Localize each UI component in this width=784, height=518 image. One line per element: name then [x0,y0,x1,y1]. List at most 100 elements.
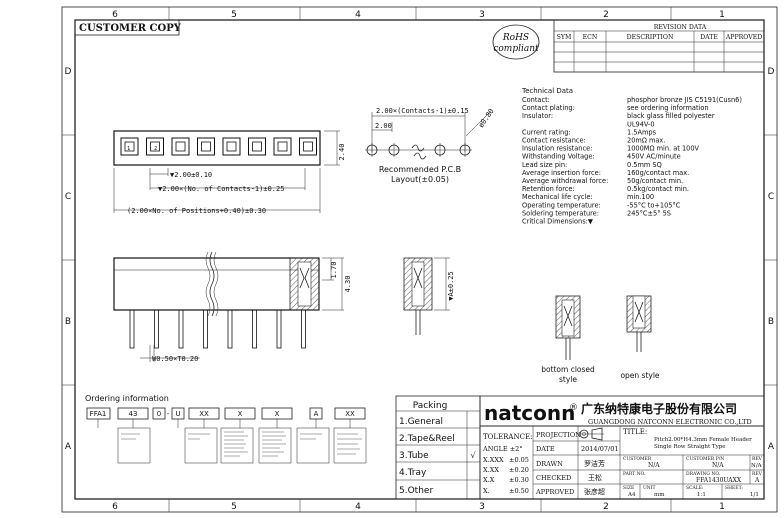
front-view [113,251,344,362]
customer-value: N/A [648,462,660,469]
top-pin-cell [120,137,139,156]
unit-value: mm [654,492,665,498]
tech-row-key: Insulation resistance: [522,145,592,153]
tech-row-key: Current rating: [522,128,571,136]
drawn-by: 罗洁芳 [584,459,605,468]
part-no-label: PART NO. [623,471,646,477]
dim-contacts: ▼2.00×(No. of Contacts-1)±0.25 [158,185,284,193]
zone-row-left-a: A [65,442,72,452]
tech-row-value: 1.5Amps [627,128,657,136]
date-value: 2014/07/01 [581,445,618,453]
tech-row-key: Contact plating: [522,104,575,112]
zone-col-bottom-2: 2 [603,502,609,512]
tech-row-key: Operating temperature: [522,201,601,209]
checked-by: 王松 [588,473,602,482]
rohs-line2: compliant [493,44,539,54]
dim-1-70: 1.70 [330,262,338,279]
order-code-positions: XX [199,410,209,418]
order-code-series: FFA1 [90,410,107,418]
tech-row-key: Soldering temperature: [522,209,599,217]
front-pin [276,309,282,349]
tech-row-value: 0.5kg/contact min. [627,185,689,193]
rev2-label: REV [752,471,763,477]
tech-row-key: Contact resistance: [522,137,586,145]
customer-pn-label: CUSTOMER P/N [686,456,724,462]
front-pin [154,309,159,349]
pin-number-1: 1 [127,146,130,152]
front-pin [252,309,257,349]
style-closed-line1: bottom closed [541,365,595,374]
dim-positions: (2.00×No. of Positions+0.40)±0.30 [127,207,266,215]
customer-copy-box [74,19,180,36]
drawn-label: DRAWN [536,460,563,468]
tech-row-key: Retention force: [522,185,575,193]
tech-row-key: Critical Dimensions:▼ [522,218,594,226]
revision-title: REVISION DATA [654,24,707,31]
tech-row-value: 450V AC/minute [627,153,681,161]
tech-row-value: 245°C±5° 5S [627,209,671,217]
title-label: TITLE: [623,428,647,436]
zone-row-right-c: C [768,192,774,202]
revision-table [553,19,765,73]
order-code-type: A [314,410,319,418]
zone-row-right-a: A [768,442,775,452]
dim-top-pitch: 2.00×(Contacts-1)±0.15 [376,107,469,115]
tech-row-value: 20mΩ max. [627,137,665,145]
tol-xxxx-value: ±0.05 [509,456,529,464]
zone-row-left-c: C [65,192,71,202]
unit-label: UNIT [643,485,656,491]
tech-row-value: phosphor bronze JIS C5191(Cusn6) [627,96,742,104]
order-code-height: 43 [129,410,138,418]
packing-item-general: 1.General [399,417,443,427]
top-pin-cell [273,137,292,156]
zone-col-top-1: 1 [719,10,725,20]
tech-row-key: Insulator: [522,112,553,120]
company-logo: natconn [484,401,575,425]
title-line1: Pitch2.00*H4.3mm Female Header [654,437,752,443]
title-block [479,425,765,500]
rohs-stamp [492,24,540,60]
tech-row-value: 160g/contact max. [627,169,689,177]
tol-x-label: X. [483,487,490,495]
pcb-label-line2: Layout(±0.05) [391,175,449,184]
zone-row-right-d: D [768,67,775,77]
company-name-en: GUANGDONG NATCONN ELECTRONIC CO.,LTD [588,418,752,426]
projection-label: PROJECTION [536,431,581,439]
revision-col-date: DATE [700,34,718,41]
rev-value: N/A [751,463,763,469]
order-code-u: U [175,410,180,418]
angle-tolerance: ANGLE ±2° [482,445,523,453]
drawing-no-label: DRAWING NO. [686,471,721,477]
tech-row-key: Average insertion force: [522,169,601,177]
tol-xxx-value: ±0.20 [509,466,529,474]
size-label: SIZE [623,485,634,491]
tech-row-key: Contact: [522,96,550,104]
rev-label: REV [752,456,763,462]
title-line2: Single Row Straight Type [654,444,725,450]
style-closed-line2: style [559,375,577,384]
sheet-value: 1/1 [750,492,759,498]
tech-row-value: 50g/contact min. [627,177,683,185]
outer-frame [61,6,778,513]
rev2-value: A [754,477,760,484]
sheet-label: SHEET: [725,485,743,491]
zone-row-left-d: D [65,67,72,77]
drawing-no-value: FFA1430UAXX [696,477,742,484]
tech-data-list: Contact: phosphor bronze JIS C5191(Cusn6)… [522,96,742,226]
style-open-label: open style [620,371,659,380]
tech-title: Technical Data [521,87,573,95]
size-value: A4 [627,492,636,498]
revision-col-ecn: ECN [583,34,598,41]
zone-col-top-3: 3 [479,10,485,20]
tech-row-value: 1000MΩ min. at 100V [627,145,700,153]
front-pin [178,309,184,349]
front-pin [203,309,208,349]
customer-label: CUSTOMER [623,456,652,462]
front-pin [227,309,233,349]
top-pin-cell [171,137,190,156]
top-pin-cell [299,137,317,156]
scale-value: 1:1 [697,492,706,498]
order-code-packing: XX [345,410,355,418]
pin-number-2: 2 [154,146,157,152]
